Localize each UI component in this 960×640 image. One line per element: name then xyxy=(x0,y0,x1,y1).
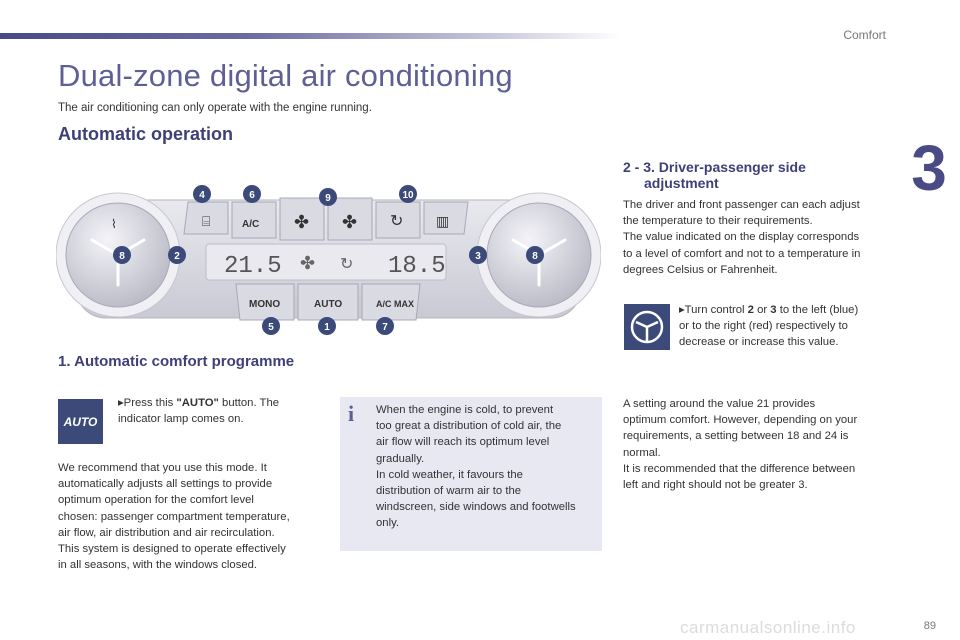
driver-passenger-text: The driver and front passenger can each … xyxy=(623,199,861,276)
info-note-text: When the engine is cold, to prevent too … xyxy=(376,404,576,530)
temperature-control-icon xyxy=(624,304,670,350)
svg-text:6: 6 xyxy=(249,190,255,201)
info-icon: i xyxy=(348,401,355,426)
svg-text:✤: ✤ xyxy=(300,253,315,273)
driver-passenger-heading: 2 - 3. Driver-passenger side adjustment xyxy=(623,159,806,191)
climate-control-panel: ⌇ A/C ⌸ ✤ ✤ ↻ ▥ 21.5 18.5 ✤ ↻ MONO AUTO … xyxy=(56,185,601,335)
watermark: carmanualsonline.info xyxy=(680,618,856,637)
callout-4 xyxy=(193,185,211,203)
svg-text:4: 4 xyxy=(199,190,205,201)
svg-text:5: 5 xyxy=(268,322,274,333)
page-number: 89 xyxy=(923,620,936,632)
ac-max-button-label: A/C MAX xyxy=(376,299,414,309)
temperature-display xyxy=(205,243,447,281)
auto-button-icon: AUTO xyxy=(58,399,103,444)
svg-text:8: 8 xyxy=(532,251,538,262)
callout-9 xyxy=(319,188,337,206)
auto-instruction: ▸Press this "AUTO" button. The indicator… xyxy=(118,397,280,426)
svg-text:9: 9 xyxy=(325,193,331,204)
page-title: Dual-zone digital air conditioning xyxy=(58,58,513,93)
svg-text:8: 8 xyxy=(119,251,125,262)
svg-text:10: 10 xyxy=(402,190,414,201)
svg-text:↻: ↻ xyxy=(390,213,403,230)
svg-text:2: 2 xyxy=(174,251,180,262)
svg-text:⌇: ⌇ xyxy=(111,217,117,231)
callout-7 xyxy=(376,317,394,335)
right-temperature-readout: 18.5 xyxy=(388,253,446,280)
svg-text:↻: ↻ xyxy=(340,256,353,273)
turn-control-instruction: ▸Turn control 2 or 3 to the left (blue) … xyxy=(679,304,859,349)
svg-text:7: 7 xyxy=(382,322,388,333)
automatic-operation-heading: Automatic operation xyxy=(58,124,234,144)
svg-text:⌸: ⌸ xyxy=(202,213,210,229)
info-note: i When the engine is cold, to prevent to… xyxy=(340,397,602,551)
automatic-comfort-programme-heading: 1. Automatic comfort programme xyxy=(58,353,295,370)
callout-8-left xyxy=(113,246,131,264)
callout-10 xyxy=(399,185,417,203)
recommendation-text: We recommend that you use this mode. It … xyxy=(58,462,290,572)
section-label: Comfort xyxy=(843,28,886,42)
header-bar xyxy=(0,33,620,39)
left-temperature-readout: 21.5 xyxy=(224,253,282,280)
callout-1 xyxy=(318,317,336,335)
ac-button-label: A/C xyxy=(242,219,259,230)
callout-3 xyxy=(469,246,487,264)
svg-text:3: 3 xyxy=(475,251,481,262)
callout-5 xyxy=(262,317,280,335)
chapter-number: 3 xyxy=(911,138,947,198)
svg-text:▥: ▥ xyxy=(436,213,449,229)
svg-text:1: 1 xyxy=(324,322,330,333)
svg-text:✤: ✤ xyxy=(294,212,309,232)
intro-text: The air conditioning can only operate wi… xyxy=(58,102,372,114)
callout-8-right xyxy=(526,246,544,264)
mono-button-label: MONO xyxy=(249,299,280,310)
auto-button-label: AUTO xyxy=(314,299,342,310)
svg-text:✤: ✤ xyxy=(342,212,357,232)
comfort-setting-text: A setting around the value 21 provides o… xyxy=(623,398,858,492)
callout-6 xyxy=(243,185,261,203)
callout-2 xyxy=(168,246,186,264)
